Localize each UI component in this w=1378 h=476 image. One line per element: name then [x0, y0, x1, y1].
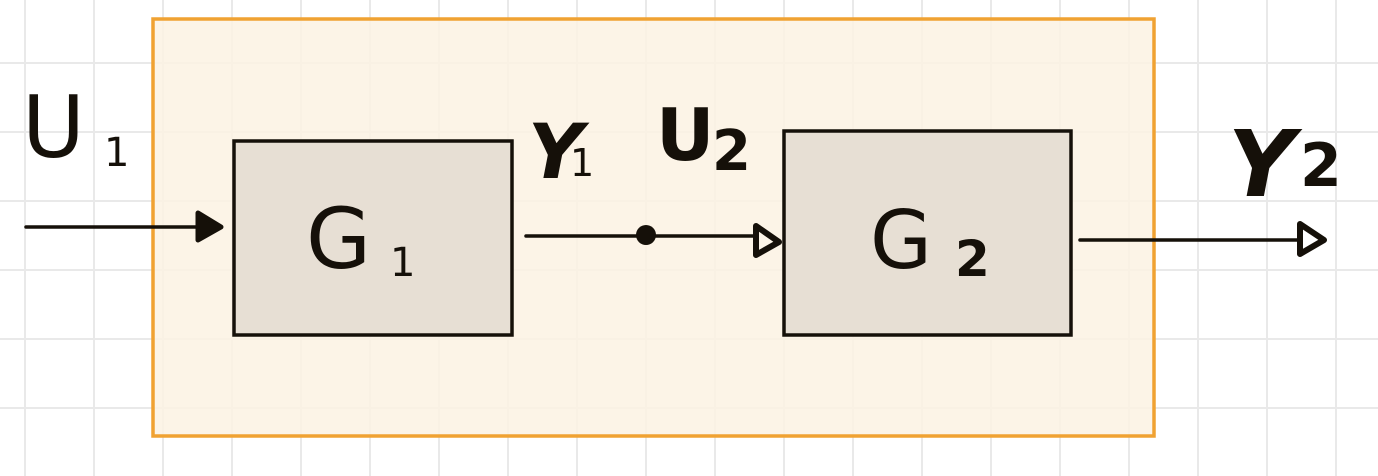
- label-y2: Y 2: [1228, 111, 1342, 218]
- arrowhead-icon: [195, 210, 224, 243]
- label-y2-subscript: 2: [1300, 131, 1342, 201]
- label-u1: U 1: [22, 78, 129, 178]
- block-g2-box: [782, 129, 1073, 337]
- label-u2: U 2: [656, 93, 751, 184]
- arrowhead-icon: [1297, 221, 1327, 257]
- block-g1-label: G: [306, 190, 371, 288]
- block-g1-subscript: 1: [390, 240, 415, 286]
- arrowhead-icon: [753, 223, 782, 258]
- connection-y1-u2: [524, 223, 782, 258]
- label-y1-text: Y: [528, 107, 590, 196]
- junction-dot: [636, 225, 656, 245]
- block-g1: G 1: [232, 139, 514, 337]
- label-u1-subscript: 1: [104, 130, 129, 176]
- label-y2-text: Y: [1228, 111, 1303, 218]
- label-u2-subscript: 2: [712, 119, 751, 184]
- block-g1-box: [232, 139, 514, 337]
- input-u1-arrow: [24, 210, 224, 243]
- label-u1-text: U: [22, 78, 85, 178]
- output-y2-arrow: [1078, 221, 1327, 257]
- label-y1: Y 1: [528, 107, 594, 196]
- block-g2-subscript: 2: [955, 230, 990, 288]
- block-g2: G 2: [782, 129, 1073, 337]
- label-y1-subscript: 1: [570, 141, 594, 185]
- label-u2-text: U: [656, 93, 714, 177]
- block-g2-label: G: [870, 194, 932, 287]
